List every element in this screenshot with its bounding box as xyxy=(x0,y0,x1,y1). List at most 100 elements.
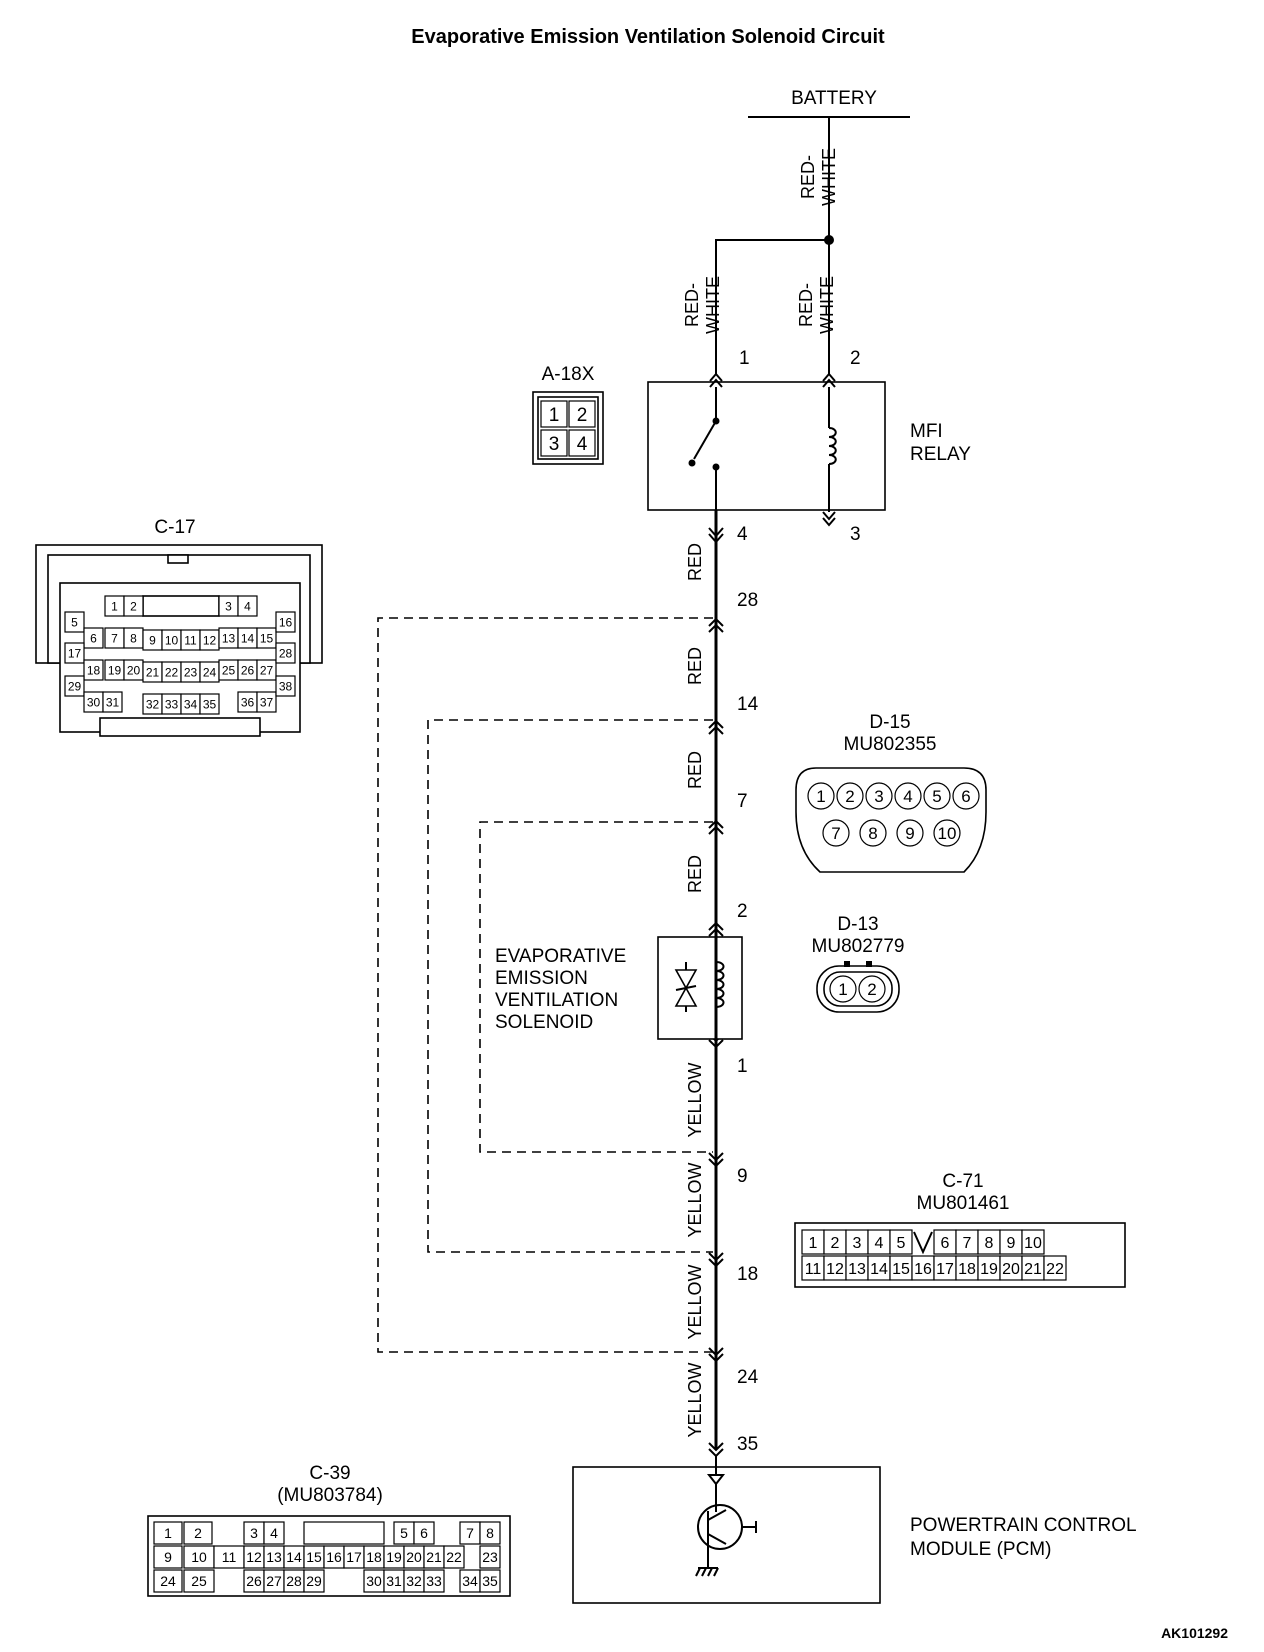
battery-label: BATTERY xyxy=(791,88,877,109)
svg-text:16: 16 xyxy=(914,1261,932,1278)
svg-text:18: 18 xyxy=(366,1549,382,1565)
c39-cell-9: 9 xyxy=(153,1545,183,1569)
c71-cell-20: 20 xyxy=(999,1255,1023,1281)
svg-text:15: 15 xyxy=(892,1261,910,1278)
c39-cell-4: 4 xyxy=(263,1521,285,1545)
c39-cell-25: 25 xyxy=(183,1569,215,1593)
svg-text:RED-: RED- xyxy=(796,283,816,327)
c39-cell-27: 27 xyxy=(263,1569,285,1593)
c39-cell-8: 8 xyxy=(479,1521,501,1545)
c71-cell-11: 11 xyxy=(801,1255,825,1281)
svg-text:17: 17 xyxy=(936,1261,954,1278)
d13-cell-2: 2 xyxy=(858,975,886,1003)
c17-cell-22: 22 xyxy=(161,661,182,683)
c71-cell-10: 10 xyxy=(1021,1229,1045,1255)
svg-text:14: 14 xyxy=(241,631,255,645)
main-circuit: 28 14 7 2 1 9 18 24 35 RED RED RED RED Y… xyxy=(685,510,759,1458)
svg-text:2: 2 xyxy=(577,405,588,426)
c71-cell-19: 19 xyxy=(977,1255,1001,1281)
c39-cell-7: 7 xyxy=(459,1521,481,1545)
svg-text:3: 3 xyxy=(250,1525,258,1541)
c17-cell-19: 19 xyxy=(104,659,125,681)
d15-label: D-15 xyxy=(869,712,910,733)
svg-text:17: 17 xyxy=(68,646,82,660)
c17-cell-10: 10 xyxy=(161,629,182,651)
solenoid-coil-icon xyxy=(715,961,725,1008)
svg-text:11: 11 xyxy=(184,633,197,647)
svg-text:13: 13 xyxy=(266,1549,282,1565)
d15-cell-10: 10 xyxy=(933,819,961,847)
a18x-cell-4: 4 xyxy=(568,429,596,457)
svg-text:19: 19 xyxy=(386,1549,402,1565)
solenoid-label-line4: SOLENOID xyxy=(495,1012,593,1033)
c39-cell-34: 34 xyxy=(459,1569,481,1593)
c17-cell-24: 24 xyxy=(199,661,220,683)
c71-cell-9: 9 xyxy=(999,1229,1023,1255)
c17-cell-21: 21 xyxy=(142,661,163,683)
connector-loop-middle xyxy=(427,719,713,1253)
c17-label: C-17 xyxy=(154,517,195,538)
svg-text:4: 4 xyxy=(270,1525,278,1541)
c39-cell-22: 22 xyxy=(443,1545,465,1569)
c71-cell-17: 17 xyxy=(933,1255,957,1281)
svg-text:30: 30 xyxy=(366,1573,382,1589)
svg-text:4: 4 xyxy=(903,787,912,806)
svg-text:4: 4 xyxy=(875,1235,884,1252)
a18x-cell-3: 3 xyxy=(540,429,568,457)
svg-text:12: 12 xyxy=(246,1549,262,1565)
junction-24-terminal xyxy=(708,1347,724,1363)
c39-blank-key xyxy=(303,1521,385,1545)
svg-text:2: 2 xyxy=(867,980,876,999)
c39-cell-32: 32 xyxy=(403,1569,425,1593)
evap-ventilation-solenoid: EVAPORATIVE EMISSION VENTILATION SOLENOI… xyxy=(495,936,743,1040)
d15-part-number: MU802355 xyxy=(844,734,937,755)
svg-text:21: 21 xyxy=(426,1549,442,1565)
pin-35: 35 xyxy=(737,1434,758,1455)
c39-cell-1: 1 xyxy=(153,1521,183,1545)
c17-cell-2: 2 xyxy=(123,595,144,617)
c39-cell-18: 18 xyxy=(363,1545,385,1569)
transistor-icon xyxy=(697,1484,757,1568)
svg-text:15: 15 xyxy=(306,1549,322,1565)
relay-pin-1: 1 xyxy=(739,348,750,369)
svg-text:3: 3 xyxy=(874,787,883,806)
svg-text:14: 14 xyxy=(286,1549,302,1565)
c17-cell-33: 33 xyxy=(161,693,182,715)
d15-cell-5: 5 xyxy=(923,782,951,810)
c17-cell-37: 37 xyxy=(256,691,277,713)
svg-text:17: 17 xyxy=(346,1549,362,1565)
svg-text:RED-: RED- xyxy=(798,155,818,199)
svg-text:8: 8 xyxy=(868,824,877,843)
svg-text:6: 6 xyxy=(90,631,97,645)
c39-cell-21: 21 xyxy=(423,1545,445,1569)
battery-wire-color: RED- WHITE xyxy=(798,148,839,206)
wire-color-red-1: RED xyxy=(685,543,705,581)
solenoid-label-line1: EVAPORATIVE xyxy=(495,946,626,967)
svg-text:20: 20 xyxy=(406,1549,422,1565)
shielded-connector-loops xyxy=(377,617,713,1353)
c39-cell-24: 24 xyxy=(153,1569,183,1593)
svg-text:26: 26 xyxy=(246,1573,262,1589)
svg-text:9: 9 xyxy=(164,1549,172,1565)
c39-cell-33: 33 xyxy=(423,1569,445,1593)
d15-cell-4: 4 xyxy=(894,782,922,810)
pin-7: 7 xyxy=(737,791,748,812)
svg-text:14: 14 xyxy=(870,1261,888,1278)
relay-pin-4: 4 xyxy=(737,524,748,545)
svg-text:25: 25 xyxy=(222,663,236,677)
c39-cell-14: 14 xyxy=(283,1545,305,1569)
svg-text:12: 12 xyxy=(203,633,217,647)
svg-text:11: 11 xyxy=(222,1549,237,1565)
c17-cell-9: 9 xyxy=(142,629,163,651)
pcm-label-line1: POWERTRAIN CONTROL xyxy=(910,1515,1137,1536)
c17-cell-6: 6 xyxy=(83,627,104,649)
c39-cell-31: 31 xyxy=(383,1569,405,1593)
svg-text:22: 22 xyxy=(1046,1261,1064,1278)
relay-switch-blade xyxy=(693,420,717,460)
c39-cell-6: 6 xyxy=(413,1521,435,1545)
connector-loop-outer xyxy=(377,617,713,1353)
